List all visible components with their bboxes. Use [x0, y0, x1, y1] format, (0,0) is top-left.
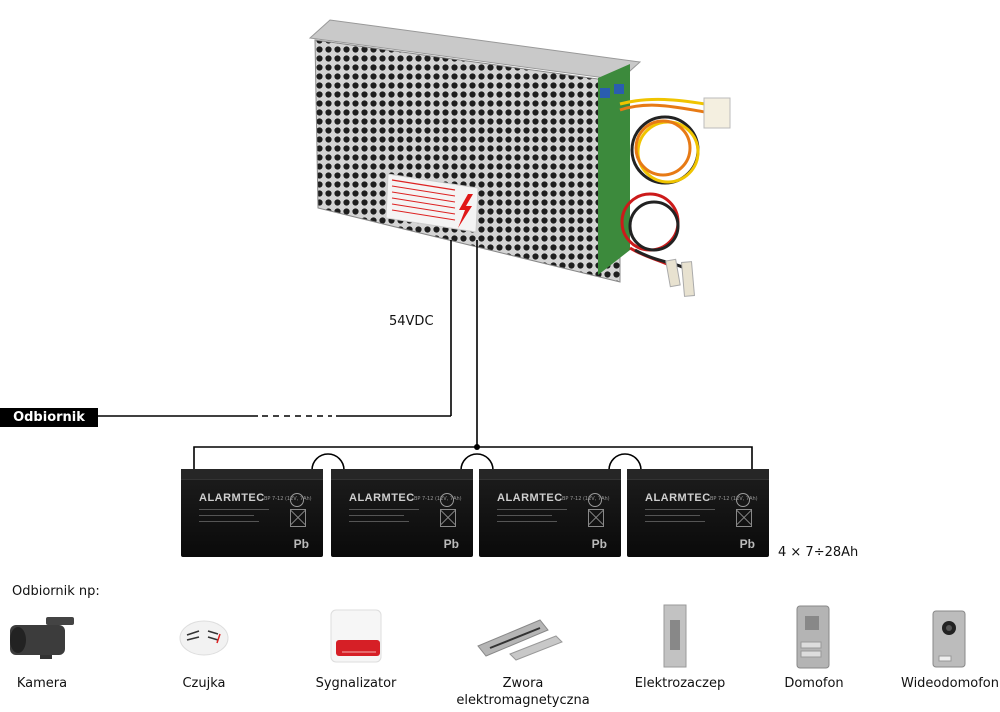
recycle-icon [440, 493, 454, 507]
device-label-electric-strike: Elektrozaczep [634, 676, 726, 691]
recycle-icon [588, 493, 602, 507]
junction-dot [474, 444, 480, 450]
psu-wires [619, 97, 706, 274]
psu-connector-plug [703, 97, 731, 129]
battery-model: BP 7-12 (12V, 7Ah) [710, 496, 758, 502]
psu-top-cover [308, 19, 642, 81]
device-label-siren: Sygnalizator [315, 676, 397, 691]
video-intercom-icon [932, 610, 966, 668]
battery-model: BP 7-12 (12V, 7Ah) [414, 496, 462, 502]
battery-marking: Pb [739, 537, 755, 551]
battery: ALARMTEC BP 7-12 (12V, 7Ah) Pb [331, 469, 473, 557]
battery: ALARMTEC BP 7-12 (12V, 7Ah) Pb [479, 469, 621, 557]
voltage-label: 54VDC [389, 314, 434, 329]
crossed-bin-icon [440, 509, 456, 527]
device-label-detector: Czujka [182, 676, 226, 691]
psu-perforated-case [314, 39, 621, 283]
high-voltage-icon [458, 194, 473, 228]
battery-brand: ALARMTEC [199, 492, 265, 504]
receiver-label: Odbiornik [0, 408, 98, 427]
electric-strike-icon [663, 604, 687, 668]
battery-model: BP 7-12 (12V, 7Ah) [264, 496, 312, 502]
battery-model: BP 7-12 (12V, 7Ah) [562, 496, 610, 502]
terminal-screw [614, 84, 624, 94]
camera-icon [10, 617, 74, 659]
battery-marking: Pb [443, 537, 459, 551]
recycle-icon [736, 493, 750, 507]
intercom-icon [796, 605, 830, 669]
device-label-magnetic-lock: Zwora elektromagnetyczna [456, 676, 590, 708]
battery-brand: ALARMTEC [497, 492, 563, 504]
siren-icon [330, 609, 382, 663]
terminal-screw [600, 88, 610, 98]
battery-wiring [193, 240, 753, 471]
device-label-video-intercom: Wideodomofon [901, 676, 999, 691]
recycle-icon [290, 493, 304, 507]
smoke-detector-icon [179, 620, 229, 656]
crossed-bin-icon [736, 509, 752, 527]
battery-marking: Pb [591, 537, 607, 551]
high-voltage-warning-label [385, 173, 479, 233]
device-label-intercom: Domofon [784, 676, 844, 691]
crossed-bin-icon [588, 509, 604, 527]
output-line [98, 240, 452, 417]
device-label-camera: Kamera [16, 676, 68, 691]
battery-brand: ALARMTEC [645, 492, 711, 504]
battery-terminal-connector [665, 258, 681, 288]
battery: ALARMTEC BP 7-12 (12V, 7Ah) Pb [627, 469, 769, 557]
examples-heading: Odbiornik np: [12, 584, 100, 599]
crossed-bin-icon [290, 509, 306, 527]
battery: ALARMTEC BP 7-12 (12V, 7Ah) Pb [181, 469, 323, 557]
power-supply-unit [308, 19, 731, 297]
battery-marking: Pb [293, 537, 309, 551]
magnetic-lock-icon [477, 619, 563, 661]
battery-brand: ALARMTEC [349, 492, 415, 504]
battery-capacity-label: 4 × 7÷28Ah [778, 545, 859, 560]
battery-terminal-connector [680, 261, 696, 297]
